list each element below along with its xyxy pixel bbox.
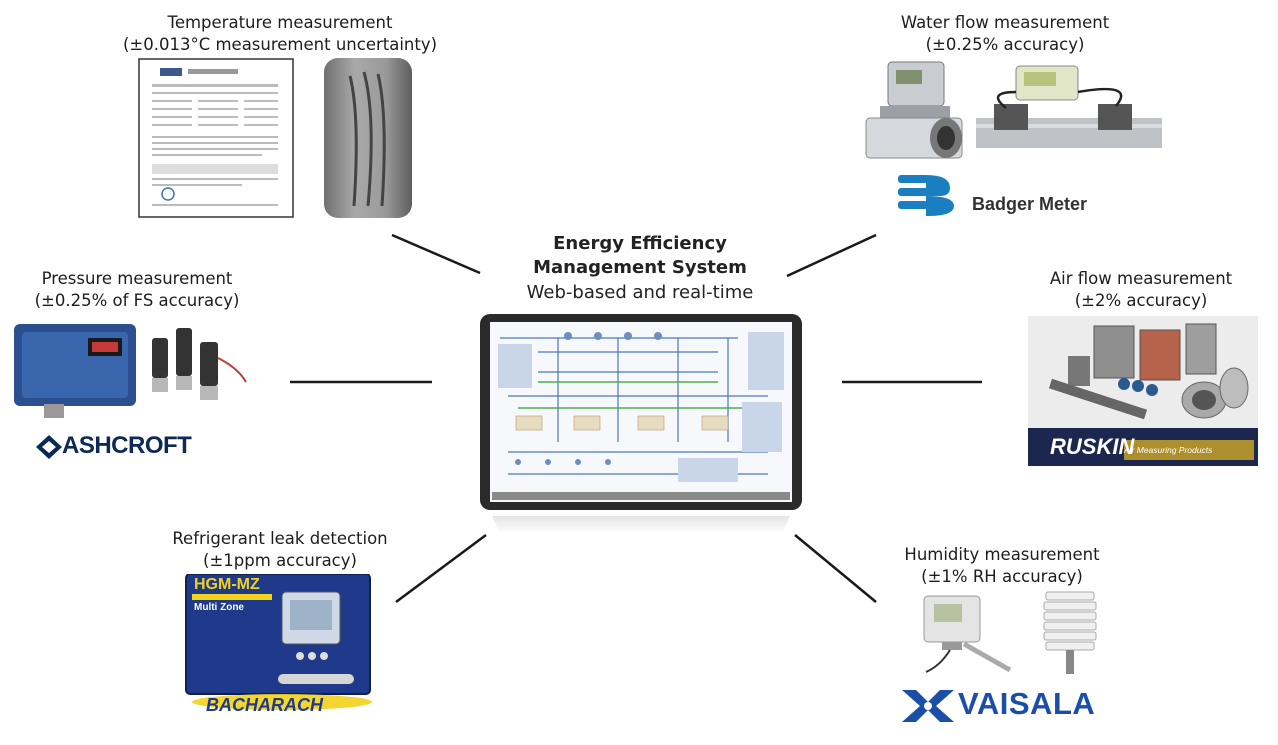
air-flow-devices-image [1028, 316, 1258, 428]
pressure-accuracy: (±0.25% of FS accuracy) [34, 291, 240, 310]
temperature-title: Temperature measurement [167, 13, 393, 32]
water-flow-label: Water flow measurement (±0.25% accuracy) [840, 12, 1170, 56]
center-title: Energy Efficiency Management System Web-… [470, 232, 810, 306]
water-flow-ultrasonic-image [976, 65, 1162, 148]
connector-refrigerant [395, 533, 487, 604]
refrigerant-label: Refrigerant leak detection (±1ppm accura… [140, 528, 420, 572]
badger-meter-brand: Badger Meter [972, 194, 1088, 214]
temperature-sensor-image [324, 58, 412, 218]
water-flow-accuracy: (±0.25% accuracy) [925, 35, 1085, 54]
pressure-title: Pressure measurement [41, 269, 233, 288]
refrigerant-title: Refrigerant leak detection [172, 529, 388, 548]
refrigerant-device-sublabel: Multi Zone [194, 602, 244, 613]
vaisala-brand: VAISALA [958, 686, 1096, 721]
temperature-accuracy: (±0.013°C measurement uncertainty) [122, 35, 438, 54]
humidity-label: Humidity measurement (±1% RH accuracy) [870, 544, 1134, 588]
ruskin-brand: RUSKIN [1050, 434, 1135, 459]
dashboard-tablet-image [480, 314, 802, 534]
ruskin-logo-bar [1028, 428, 1258, 466]
air-flow-title: Air flow measurement [1049, 269, 1233, 288]
pressure-transmitter-image [14, 324, 247, 418]
humidity-accuracy: (±1% RH accuracy) [921, 567, 1083, 586]
temperature-certificate-image [138, 58, 294, 218]
water-flow-meter-image [865, 61, 963, 159]
connector-water-flow [786, 233, 877, 278]
refrigerant-detector-image [185, 574, 372, 710]
badger-meter-logo-icon [898, 175, 954, 216]
center-subtitle: Web-based and real-time [526, 282, 754, 303]
certificate-seal-icon [161, 187, 175, 201]
air-flow-accuracy: (±2% accuracy) [1074, 291, 1208, 310]
ashcroft-brand: ASHCROFT [62, 432, 192, 459]
water-flow-title: Water flow measurement [900, 13, 1110, 32]
center-title-line1: Energy Efficiency [553, 233, 727, 254]
center-title-line2: Management System [533, 257, 747, 278]
bacharach-brand: BACHARACH [206, 695, 323, 715]
humidity-weather-sensor-image [1043, 591, 1097, 674]
connector-humidity [794, 534, 877, 603]
temperature-label: Temperature measurement (±0.013°C measur… [90, 12, 470, 56]
air-flow-label: Air flow measurement (±2% accuracy) [1010, 268, 1272, 312]
refrigerant-device-label: HGM-MZ [194, 576, 260, 593]
humidity-title: Humidity measurement [904, 545, 1100, 564]
connector-temperature [391, 233, 481, 275]
ashcroft-logo-icon [36, 435, 62, 459]
refrigerant-accuracy: (±1ppm accuracy) [203, 551, 357, 570]
humidity-transmitter-image [923, 595, 1012, 673]
ruskin-tagline: Air Measuring Products [1124, 445, 1213, 455]
pressure-label: Pressure measurement (±0.25% of FS accur… [2, 268, 272, 312]
vaisala-logo-icon [902, 690, 954, 722]
